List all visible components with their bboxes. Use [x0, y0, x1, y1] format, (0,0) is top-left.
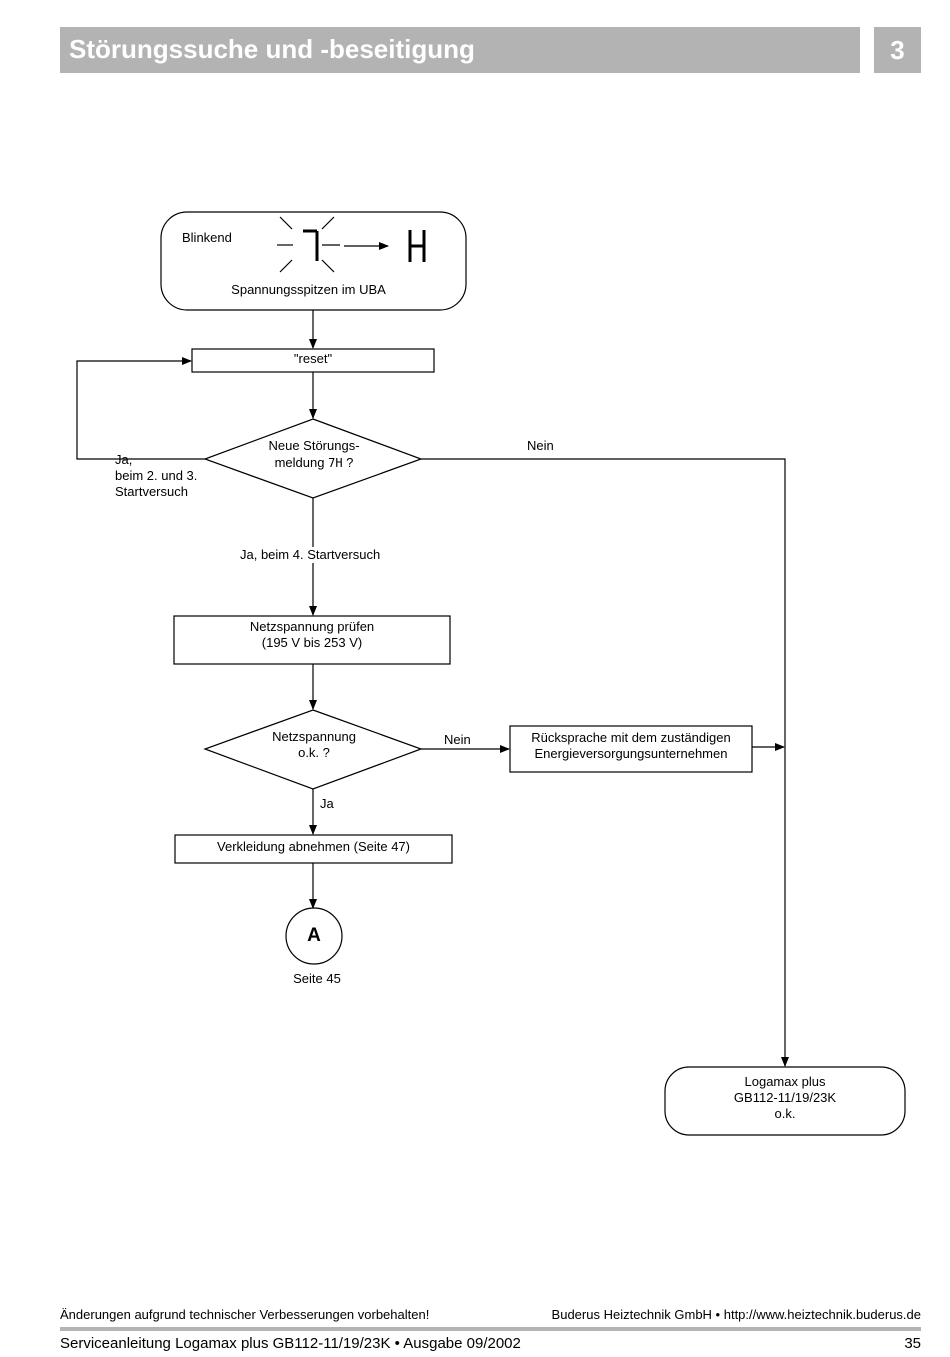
- remove-cover-label: Verkleidung abnehmen (Seite 47): [217, 839, 410, 854]
- end-line3: o.k.: [774, 1106, 796, 1121]
- decision1-no-label: Nein: [527, 438, 554, 453]
- decision1-code: 7H: [328, 456, 343, 470]
- contact-box: [509, 725, 753, 773]
- connector-letter: A: [307, 925, 321, 946]
- decision1-yes-down-label: Ja, beim 4. Startversuch: [240, 547, 381, 563]
- blink-label: Blinkend: [182, 230, 232, 245]
- check-voltage-box: [173, 615, 451, 665]
- loop-label-line3: Startversuch: [115, 484, 188, 499]
- page-title: Störungssuche und -beseitigung: [69, 34, 475, 64]
- segment-code-h-icon: [408, 230, 426, 262]
- page-number: 35: [904, 1335, 921, 1352]
- check-voltage-line2: (195 V bis 253 V): [261, 635, 363, 650]
- check-voltage-line1: Netzspannung prüfen: [249, 619, 375, 634]
- contact-line1: Rücksprache mit dem zuständigen: [531, 730, 731, 745]
- decision2-line1: Netzspannung: [272, 729, 356, 744]
- decision2-line2: o.k. ?: [298, 745, 330, 760]
- segment-code-7-icon: [303, 229, 319, 261]
- footer-company: Buderus Heiztechnik GmbH • http://www.he…: [551, 1307, 921, 1322]
- end-line1: Logamax plus: [744, 1074, 826, 1089]
- decision1-line2: meldung 7H ?: [274, 455, 354, 470]
- footer-note: Änderungen aufgrund technischer Verbesse…: [60, 1307, 430, 1322]
- reset-label: "reset": [293, 351, 333, 366]
- loop-label-line1: Ja,: [115, 452, 133, 467]
- header-bar: [60, 27, 860, 73]
- footer-divider: [60, 1327, 921, 1331]
- decision2-no-label: Nein: [444, 732, 471, 747]
- end-box: [664, 1066, 906, 1136]
- loop-label-line2: beim 2. und 3.: [115, 468, 198, 483]
- end-line2: GB112-11/19/23K: [733, 1090, 837, 1105]
- start-caption: Spannungsspitzen im UBA: [231, 282, 386, 297]
- decision1-line1: Neue Störungs-: [268, 438, 360, 453]
- decision2-yes-label: Ja: [320, 796, 334, 811]
- connector-circle: [285, 907, 343, 965]
- connector-caption: Seite 45: [293, 971, 341, 986]
- chapter-number: 3: [890, 35, 905, 65]
- blink-rays-icon: [277, 216, 340, 273]
- contact-line2: Energieversorgungsunternehmen: [534, 746, 728, 761]
- footer-document: Serviceanleitung Logamax plus GB112-11/1…: [60, 1335, 521, 1352]
- chapter-box: [874, 27, 921, 73]
